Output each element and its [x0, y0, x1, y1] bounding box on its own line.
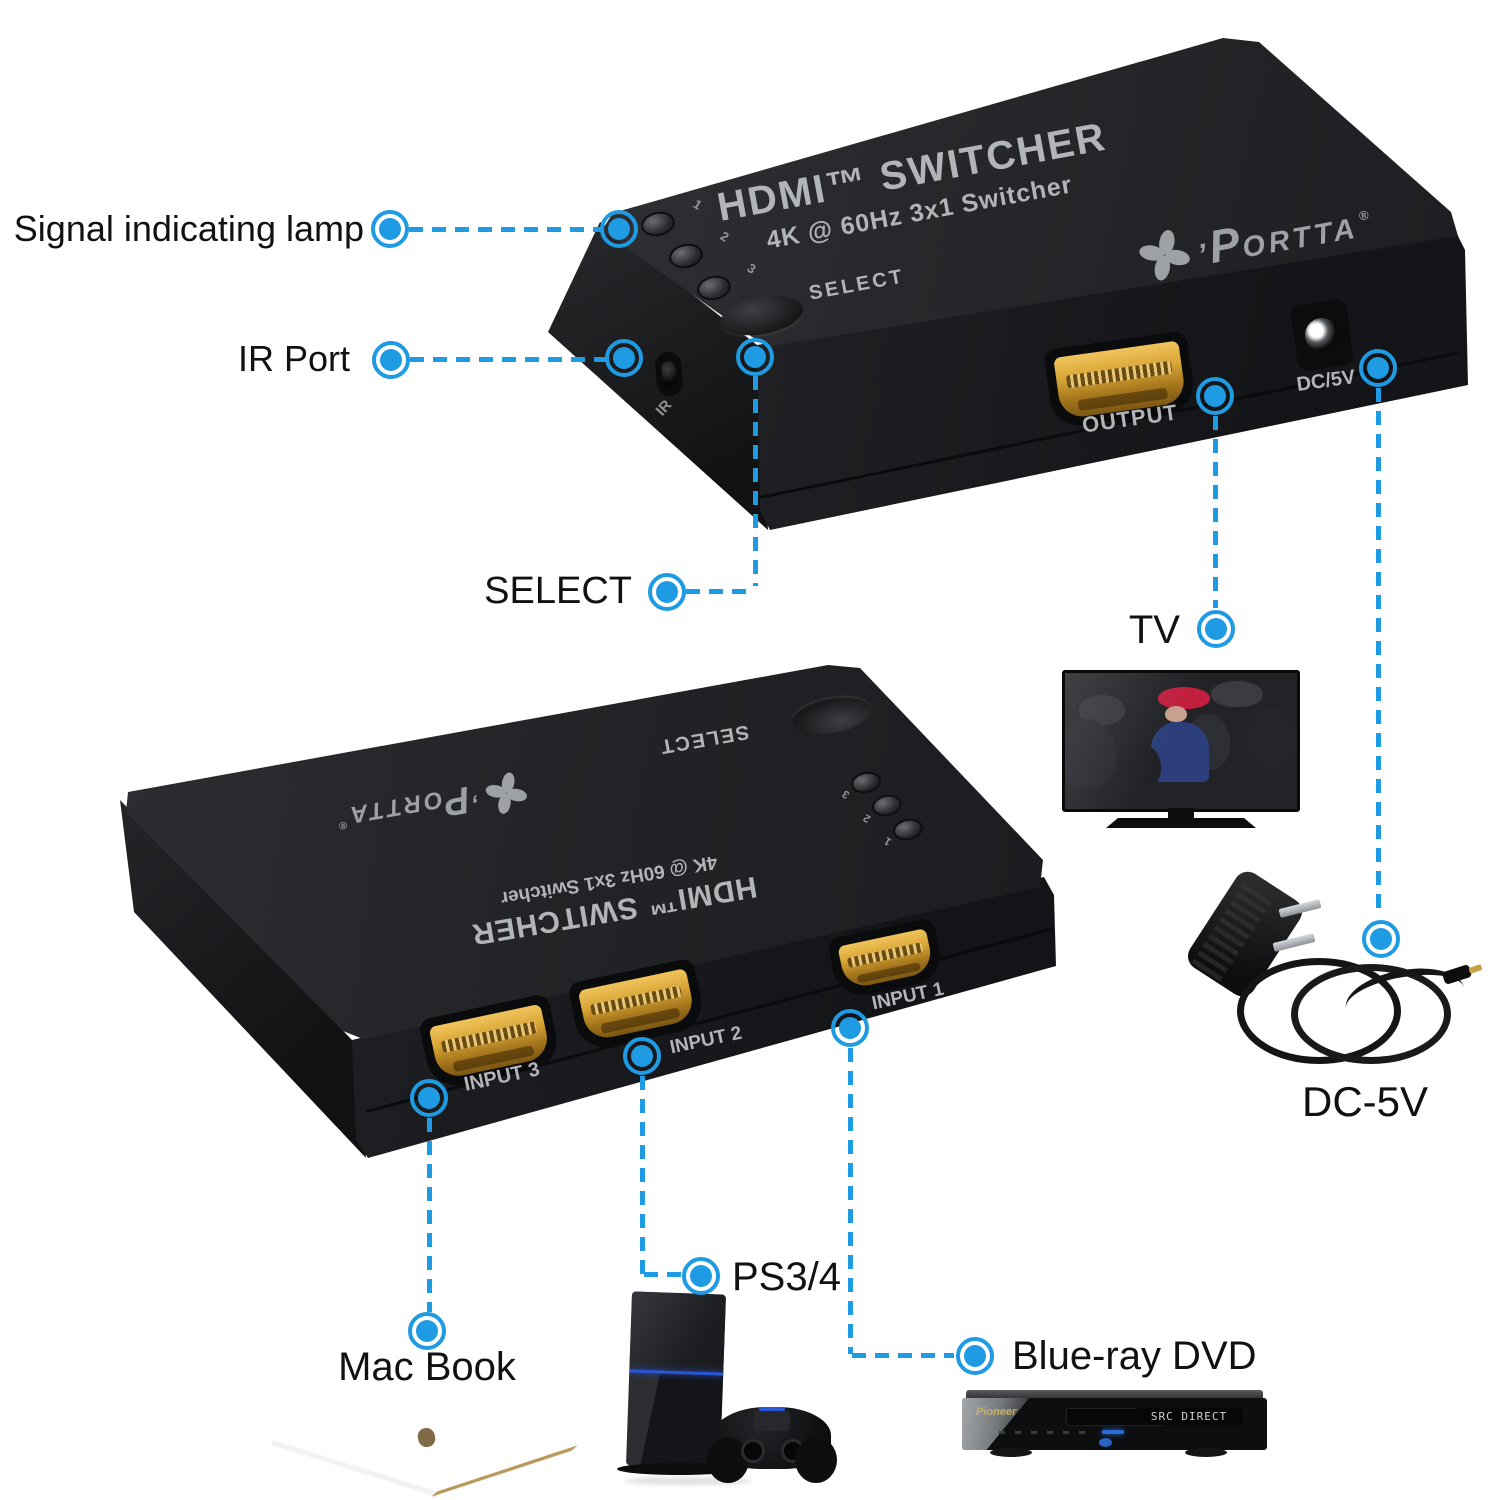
select-target-dot	[736, 338, 774, 376]
select-label: SELECT	[484, 570, 632, 612]
bluray-label: Blue-ray DVD	[1012, 1334, 1257, 1378]
bluray-foot-right	[1185, 1448, 1227, 1457]
bluray-display-text: SRC DIRECT	[1150, 1410, 1228, 1423]
hdmi-input2-connector	[577, 968, 697, 1042]
input2-line-horizontal	[644, 1272, 684, 1277]
bluray-player-image: Pioneer SRC DIRECT	[962, 1390, 1267, 1465]
input1-line-vertical	[848, 1048, 853, 1354]
ps-label-dot	[682, 1257, 720, 1295]
output-tv-line	[1213, 416, 1218, 608]
brand-clover-icon	[484, 771, 528, 815]
dc-power-jack[interactable]	[1289, 298, 1355, 372]
brand-clover-icon	[1138, 228, 1192, 282]
playstation-image	[615, 1285, 850, 1490]
signal-lamp-label: Signal indicating lamp	[13, 208, 364, 249]
macbook-label-dot	[408, 1312, 446, 1350]
input1-target-dot	[831, 1009, 869, 1047]
ir-port-line	[410, 357, 606, 362]
signal-lamp-label-dot	[371, 210, 409, 248]
ps4-controller	[707, 1407, 837, 1483]
adapter-dot	[1362, 920, 1400, 958]
ps4-console	[625, 1291, 727, 1469]
dc-target-dot	[1359, 349, 1397, 387]
bluray-brand: Pioneer	[976, 1406, 1017, 1418]
ir-port-label: IR Port	[237, 338, 350, 379]
signal-lamp-line	[409, 227, 601, 232]
tv-image	[1062, 670, 1300, 830]
dc-power-label: DC-5V	[1301, 1078, 1429, 1125]
bluray-top-edge	[966, 1390, 1263, 1400]
ir-port-label-dot	[372, 341, 410, 379]
select-label-dot	[648, 573, 686, 611]
tv-screen	[1062, 670, 1300, 812]
bluray-led	[1102, 1430, 1125, 1434]
bluray-display-window: SRC DIRECT	[1135, 1408, 1243, 1425]
bluray-body: Pioneer SRC DIRECT	[962, 1398, 1267, 1450]
input2-line-vertical	[640, 1076, 645, 1274]
bluray-label-dot	[956, 1337, 994, 1375]
bluray-foot-left	[990, 1448, 1032, 1457]
tv-red-hat	[1157, 686, 1210, 709]
output-target-dot	[1196, 377, 1234, 415]
brand-registered-mark: ®	[1357, 206, 1372, 224]
power-adapter-image	[1182, 862, 1495, 1072]
bluray-disc-logo	[1099, 1438, 1113, 1447]
tv-label: TV	[1128, 608, 1180, 652]
tv-label-dot	[1197, 610, 1235, 648]
input1-line-horizontal	[852, 1353, 954, 1358]
input2-target-dot	[623, 1037, 661, 1075]
brand-registered-mark: ®	[336, 818, 348, 833]
dc-adapter-line	[1376, 388, 1381, 916]
tv-stand-neck	[1168, 808, 1194, 820]
select-line-vertical	[753, 376, 758, 586]
ps-label: PS3/4	[732, 1255, 841, 1299]
brand-initial: P	[1204, 216, 1246, 273]
input3-target-dot	[410, 1079, 448, 1117]
tv-stand-base	[1106, 818, 1256, 828]
hdmi-input1-connector	[837, 928, 935, 990]
macbook-image	[272, 1388, 584, 1498]
ir-port-target-dot	[605, 339, 643, 377]
select-line-horizontal	[686, 589, 752, 594]
input3-line	[427, 1118, 432, 1312]
macbook-label: Mac Book	[338, 1345, 516, 1389]
signal-lamp-target-dot	[600, 210, 638, 248]
